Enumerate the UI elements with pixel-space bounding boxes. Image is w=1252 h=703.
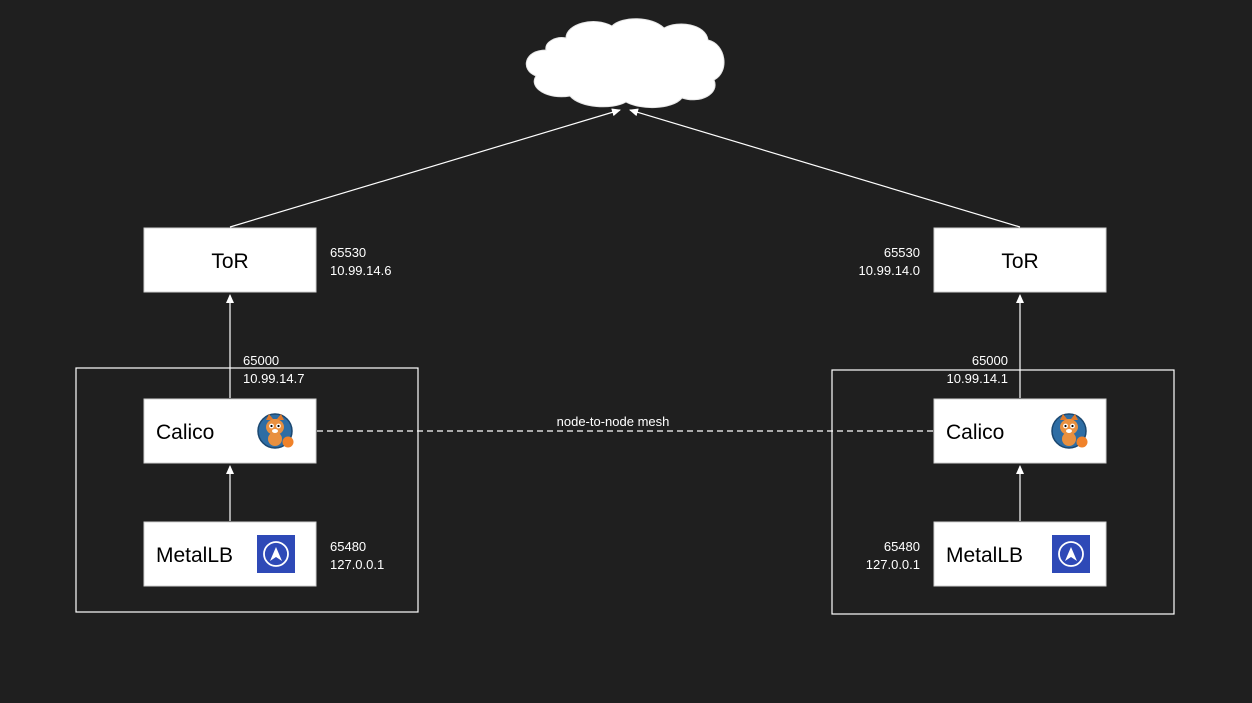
right-tor-ip: 10.99.14.0 <box>859 263 920 278</box>
left-metallb-asn: 65480 <box>330 539 366 554</box>
left-calico-node: Calico <box>143 398 317 464</box>
right-metallb-ip: 127.0.0.1 <box>866 557 920 572</box>
edge-left-tor-to-cloud <box>229 108 621 228</box>
left-calico-asn: 65000 <box>243 353 279 368</box>
mesh-label: node-to-node mesh <box>557 414 670 429</box>
left-calico-ip: 10.99.14.7 <box>243 371 304 386</box>
left-tor-node: ToR <box>143 227 317 293</box>
right-metallb-label: MetalLB <box>946 544 1023 567</box>
right-metallb-asn: 65480 <box>884 539 920 554</box>
left-metallb-label: MetalLB <box>156 544 233 567</box>
right-calico-ip: 10.99.14.1 <box>947 371 1008 386</box>
left-metallb-ip: 127.0.0.1 <box>330 557 384 572</box>
metallb-arrow-icon <box>1052 535 1090 573</box>
right-node-group <box>831 369 1175 615</box>
metallb-arrow-icon <box>257 535 295 573</box>
left-node-group <box>75 367 419 613</box>
right-tor-asn: 65530 <box>884 245 920 260</box>
left-tor-ip: 10.99.14.6 <box>330 263 391 278</box>
right-tor-label: ToR <box>1001 250 1038 273</box>
edge-right-tor-to-cloud <box>629 108 1021 228</box>
calico-cat-icon <box>257 413 294 449</box>
right-tor-node: ToR <box>933 227 1107 293</box>
right-calico-label: Calico <box>946 421 1004 444</box>
right-calico-node: Calico <box>933 398 1107 464</box>
cloud-icon <box>525 18 725 108</box>
right-calico-asn: 65000 <box>972 353 1008 368</box>
calico-cat-icon <box>1051 413 1088 449</box>
left-metallb-node: MetalLB <box>143 521 317 587</box>
left-calico-label: Calico <box>156 421 214 444</box>
left-tor-asn: 65530 <box>330 245 366 260</box>
right-metallb-node: MetalLB <box>933 521 1107 587</box>
left-tor-label: ToR <box>211 250 248 273</box>
